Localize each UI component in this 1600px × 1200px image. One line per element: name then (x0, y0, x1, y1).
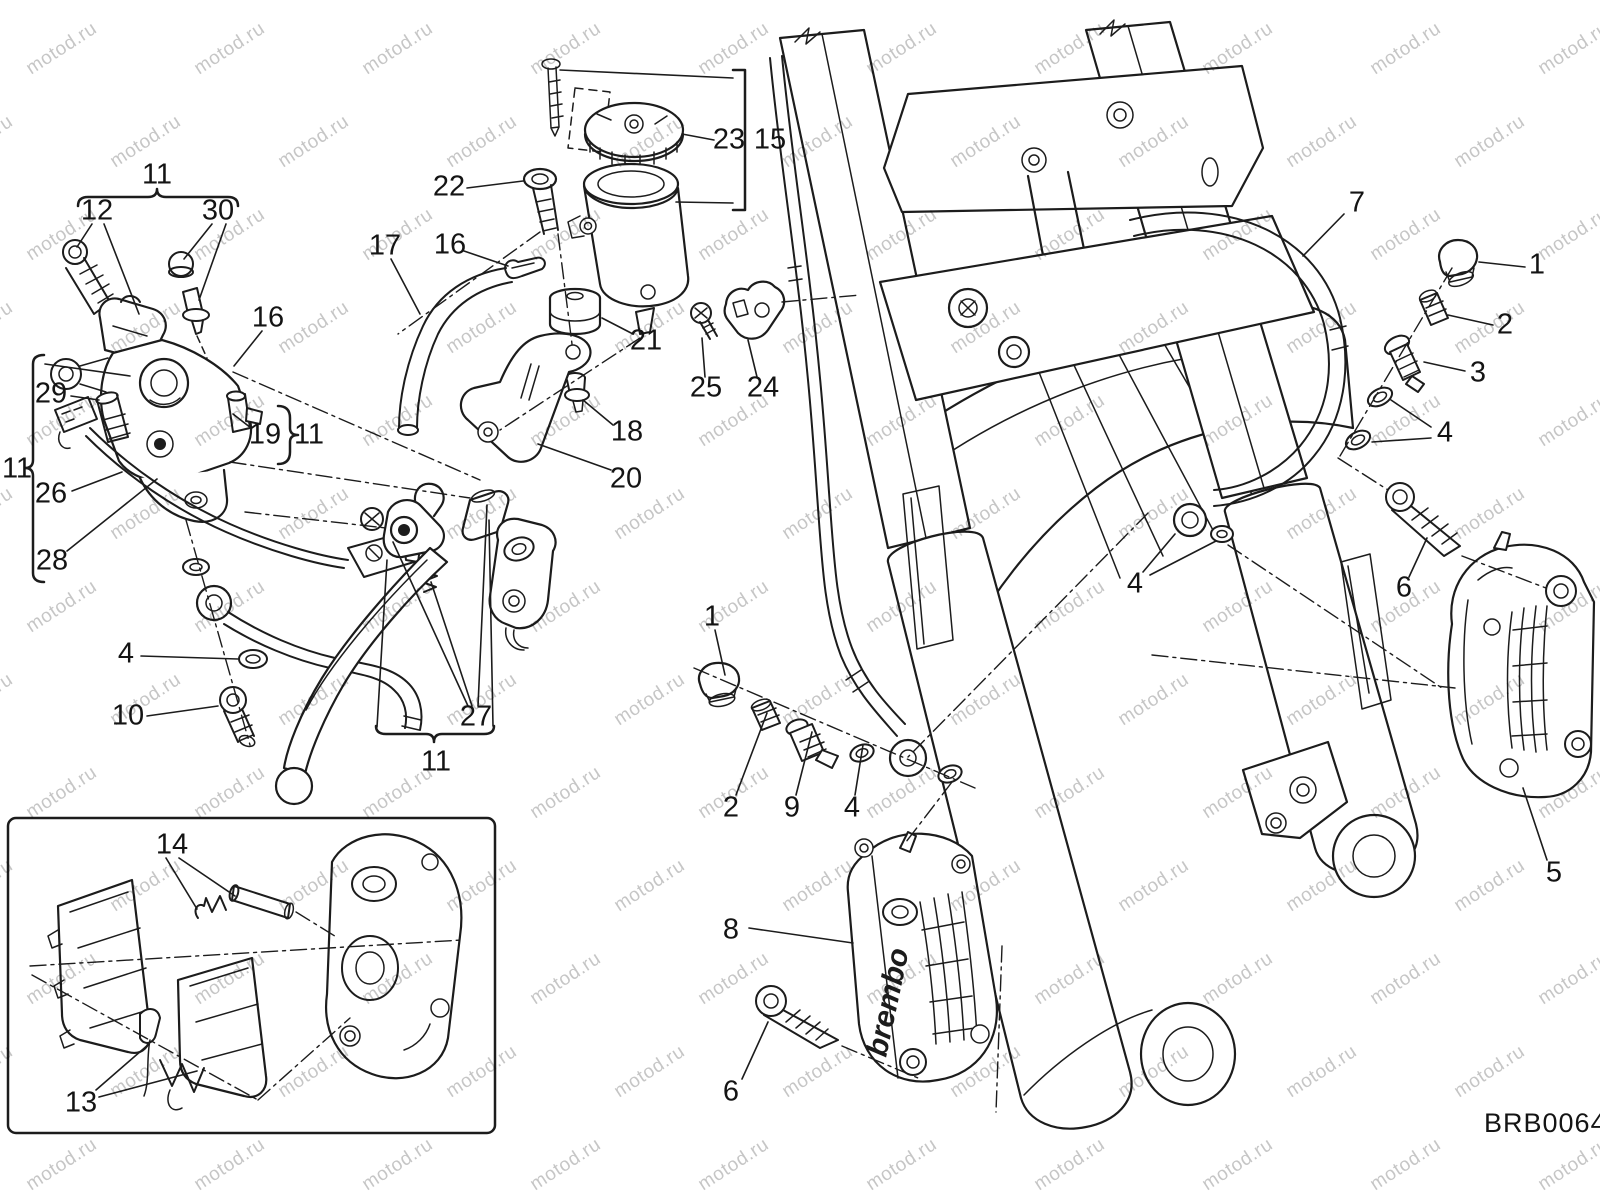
callout-18: 18 (610, 415, 644, 448)
master-cylinder (50, 239, 423, 748)
callout-2: 2 (1496, 308, 1514, 341)
callout-2: 2 (722, 791, 740, 824)
callout-16: 16 (251, 301, 285, 334)
callout-6: 6 (722, 1075, 740, 1108)
callout-21: 21 (629, 324, 663, 357)
callout-30: 30 (201, 194, 235, 227)
callout-11: 11 (293, 418, 325, 451)
callout-8: 8 (722, 913, 740, 946)
group-brackets (23, 68, 747, 744)
leader-lines (44, 133, 1548, 1098)
callout-28: 28 (35, 544, 69, 577)
callout-24: 24 (746, 371, 780, 404)
callout-4: 4 (117, 637, 135, 670)
callout-9: 9 (783, 791, 801, 824)
callout-27: 27 (459, 700, 493, 733)
fluid-reservoir (397, 58, 786, 463)
callout-11: 11 (420, 745, 452, 778)
diagram-code: BRB00644 (1484, 1108, 1600, 1138)
callout-1: 1 (1528, 248, 1546, 281)
callout-10: 10 (111, 699, 145, 732)
callout-16: 16 (433, 228, 467, 261)
callout-5: 5 (1545, 856, 1563, 889)
brake-lever (274, 482, 557, 806)
callout-7: 7 (1348, 186, 1366, 219)
callout-20: 20 (609, 462, 643, 495)
callout-17: 17 (368, 229, 402, 262)
hose-fittings-right (1344, 238, 1479, 451)
callout-13: 13 (64, 1086, 98, 1119)
callout-26: 26 (34, 477, 68, 510)
callout-4: 4 (1126, 567, 1144, 600)
callout-11: 11 (1, 452, 33, 485)
callout-11: 11 (141, 158, 173, 191)
callout-6: 6 (1395, 571, 1413, 604)
callout-25: 25 (689, 371, 723, 404)
front-fork (778, 19, 1419, 1130)
callout-1: 1 (703, 600, 721, 633)
callout-15: 15 (753, 123, 787, 156)
callout-4: 4 (843, 791, 861, 824)
brake-hose (769, 55, 1349, 778)
callout-23: 23 (712, 123, 746, 156)
brake-pads-inset (6, 816, 497, 1135)
centerlines (29, 231, 1547, 1113)
callout-4: 4 (1436, 416, 1454, 449)
left-caliper (755, 831, 998, 1083)
callout-19: 19 (248, 418, 282, 451)
callout-3: 3 (1469, 356, 1487, 389)
callout-12: 12 (80, 194, 114, 227)
callout-22: 22 (432, 170, 466, 203)
right-caliper (1385, 482, 1596, 799)
callout-14: 14 (155, 828, 189, 861)
callout-29: 29 (34, 377, 68, 410)
